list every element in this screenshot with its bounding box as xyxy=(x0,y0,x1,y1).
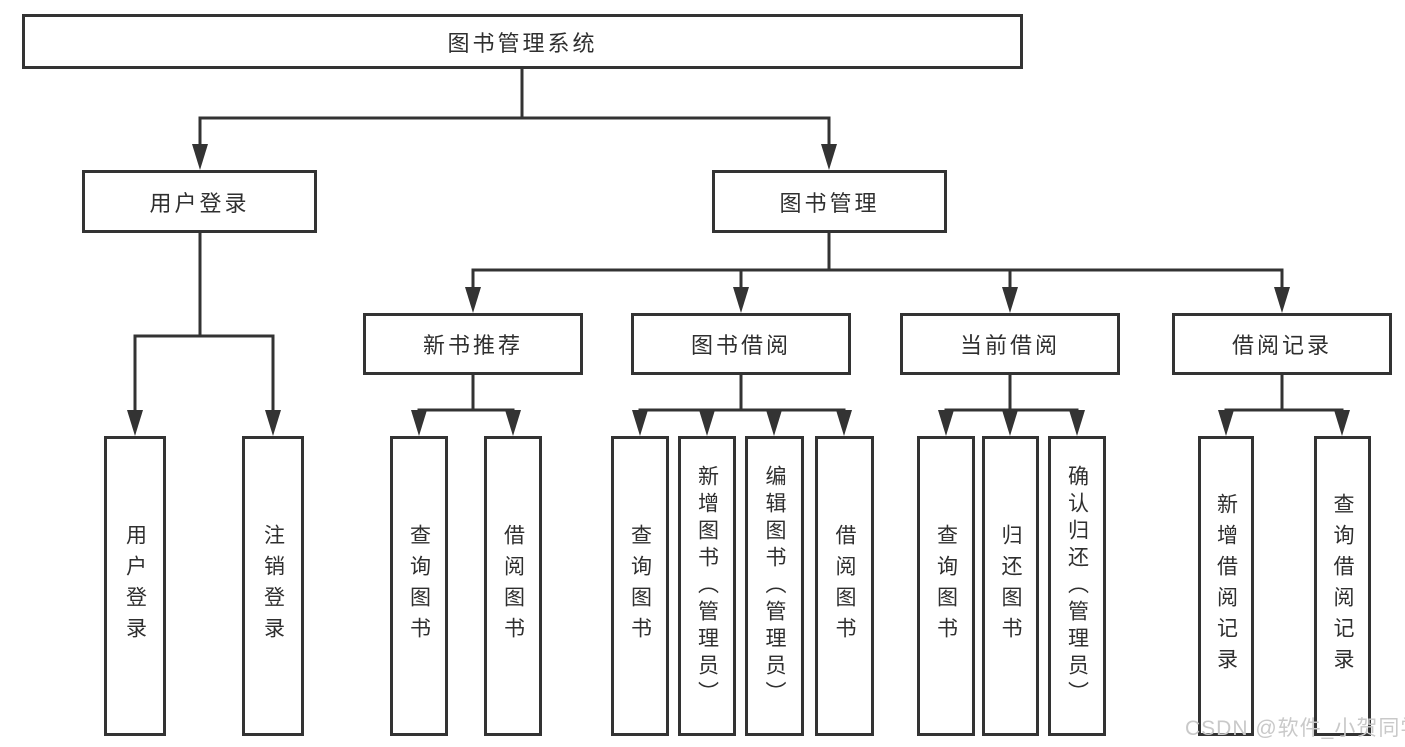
arrowhead-icon xyxy=(465,287,481,313)
arrowhead-icon xyxy=(127,410,143,436)
connector-bookborrow-to-leaves xyxy=(638,372,846,414)
node-book-borrowing: 图书借阅 xyxy=(631,313,851,375)
leaf-borrow-edit-books-admin: 编辑图书（管理员） xyxy=(745,436,804,736)
leaf-borrow-add-books-admin: 新增图书（管理员） xyxy=(678,436,736,736)
arrowhead-icon xyxy=(265,410,281,436)
arrowhead-icon xyxy=(766,410,782,436)
connector-borrowrecord-to-leaves xyxy=(1224,372,1344,414)
leaf-current-return-books: 归还图书 xyxy=(982,436,1039,736)
leaf-current-confirm-return-admin: 确认归还（管理员） xyxy=(1048,436,1106,736)
arrowheads xyxy=(127,144,1350,436)
connector-newbook-to-leaves xyxy=(417,372,515,414)
leaf-record-query-borrow-record: 查询借阅记录 xyxy=(1314,436,1371,736)
arrowhead-icon xyxy=(192,144,208,170)
connector-root-to-level2 xyxy=(198,66,831,148)
arrowhead-icon xyxy=(733,287,749,313)
arrowhead-icon xyxy=(1218,410,1234,436)
leaf-newbook-borrow-books: 借阅图书 xyxy=(484,436,542,736)
arrowhead-icon xyxy=(1334,410,1350,436)
arrowhead-icon xyxy=(938,410,954,436)
arrowhead-icon xyxy=(411,410,427,436)
leaf-newbook-query-books: 查询图书 xyxy=(390,436,448,736)
connector-currentborrow-to-leaves xyxy=(944,372,1079,414)
arrowhead-icon xyxy=(632,410,648,436)
node-user-login: 用户登录 xyxy=(82,170,317,233)
node-borrowing-records: 借阅记录 xyxy=(1172,313,1392,375)
leaf-borrow-borrow-books: 借阅图书 xyxy=(815,436,874,736)
arrowhead-icon xyxy=(1274,287,1290,313)
arrowhead-icon xyxy=(699,410,715,436)
arrowhead-icon xyxy=(1069,410,1085,436)
node-library-management-system: 图书管理系统 xyxy=(22,14,1023,69)
connector-userlogin-to-leaves xyxy=(133,230,275,414)
arrowhead-icon xyxy=(836,410,852,436)
node-current-borrowing: 当前借阅 xyxy=(900,313,1120,375)
arrowhead-icon xyxy=(505,410,521,436)
node-book-management: 图书管理 xyxy=(712,170,947,233)
arrowhead-icon xyxy=(821,144,837,170)
csdn-watermark: CSDN @软件_小贺同学 xyxy=(1185,717,1405,740)
leaf-user-login: 用户登录 xyxy=(104,436,166,736)
node-new-book-recommendation: 新书推荐 xyxy=(363,313,583,375)
leaf-record-add-borrow-record: 新增借阅记录 xyxy=(1198,436,1254,736)
connector-bookmgmt-to-level3 xyxy=(471,230,1284,291)
leaf-logout: 注销登录 xyxy=(242,436,304,736)
leaf-borrow-query-books: 查询图书 xyxy=(611,436,669,736)
leaf-current-query-books: 查询图书 xyxy=(917,436,975,736)
arrowhead-icon xyxy=(1002,410,1018,436)
arrowhead-icon xyxy=(1002,287,1018,313)
